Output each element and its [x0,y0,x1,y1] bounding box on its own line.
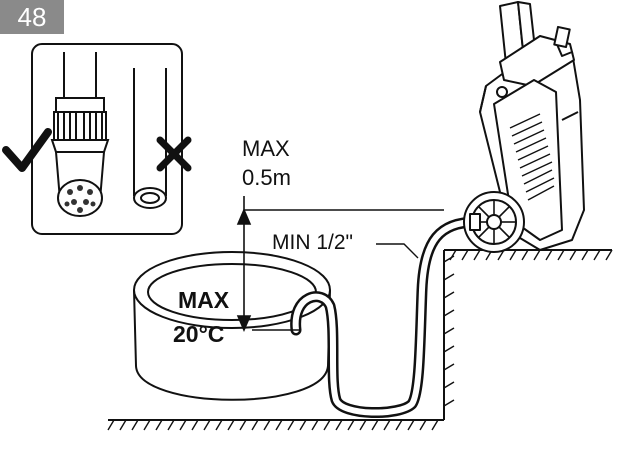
checkmark-icon [2,128,52,172]
hose-end-inset [2,43,192,235]
max-height-label-line2: 0.5m [242,165,291,190]
max-height-label-line1: MAX [242,136,290,161]
max-temp-label-line2: 20°C [173,321,225,347]
ground [107,249,613,431]
height-dimension [236,196,444,333]
cross-icon [156,136,192,172]
water-container [133,251,331,401]
pressure-washer [463,1,585,253]
hose-with-filter [50,52,110,217]
suction-hose [290,216,482,418]
hose-without-filter [133,68,167,209]
hose-diameter-leader [376,243,419,259]
min-hose-diameter-label: MIN 1/2" [272,231,353,254]
step-number-badge: 48 [0,0,64,34]
max-temp-label-line1: MAX [178,287,230,313]
